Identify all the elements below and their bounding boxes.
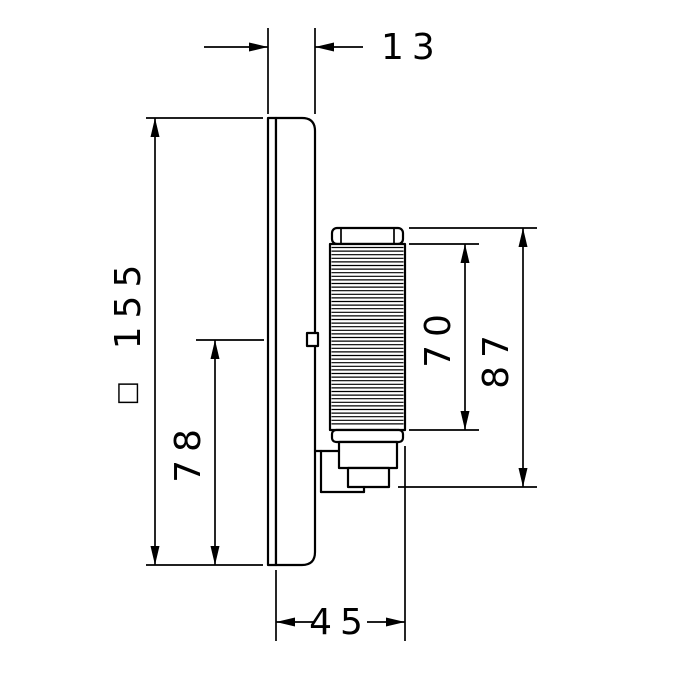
dimension-155: 155 □ <box>108 117 263 566</box>
knob-top-cap <box>330 226 405 246</box>
arrowhead-down-icon <box>150 546 160 565</box>
dimension-label-70: 70 <box>418 306 459 368</box>
arrowhead-left-icon <box>315 42 334 52</box>
dimension-45: 45 <box>275 446 406 643</box>
square-symbol: □ <box>116 377 141 407</box>
arrowhead-right-icon <box>249 42 268 52</box>
arrowhead-down-icon <box>210 546 220 565</box>
arrowhead-down-icon <box>460 411 470 430</box>
dimension-78: 78 <box>168 339 264 565</box>
arrowhead-down-icon <box>518 468 528 487</box>
plate-back-flange <box>266 116 278 567</box>
arrowhead-right-icon <box>386 617 405 627</box>
dimension-13: 13 <box>204 27 443 114</box>
arrowhead-up-icon <box>460 244 470 263</box>
dimension-87: 87 <box>398 227 537 488</box>
dimension-label-45: 45 <box>309 602 371 643</box>
arrowhead-up-icon <box>518 228 528 247</box>
dimension-label-78: 78 <box>168 421 209 483</box>
wall-plate <box>266 116 320 567</box>
knob-stem <box>337 440 399 470</box>
dimension-label-13: 13 <box>381 27 443 68</box>
arrowhead-left-icon <box>276 617 295 627</box>
arrowhead-up-icon <box>210 340 220 359</box>
dimension-label-155: 155 <box>108 257 149 350</box>
knob-bottom-cap <box>330 428 405 444</box>
plate-front-panel <box>274 116 317 567</box>
handle-knob <box>313 226 407 494</box>
dimension-70: 70 <box>409 243 479 431</box>
mounting-bracket <box>313 449 366 494</box>
knob-foot <box>346 466 391 489</box>
arrowhead-up-icon <box>150 118 160 137</box>
knurl-hatch <box>331 246 404 425</box>
dimension-label-87: 87 <box>476 327 517 389</box>
plate-center-notch <box>305 331 320 348</box>
